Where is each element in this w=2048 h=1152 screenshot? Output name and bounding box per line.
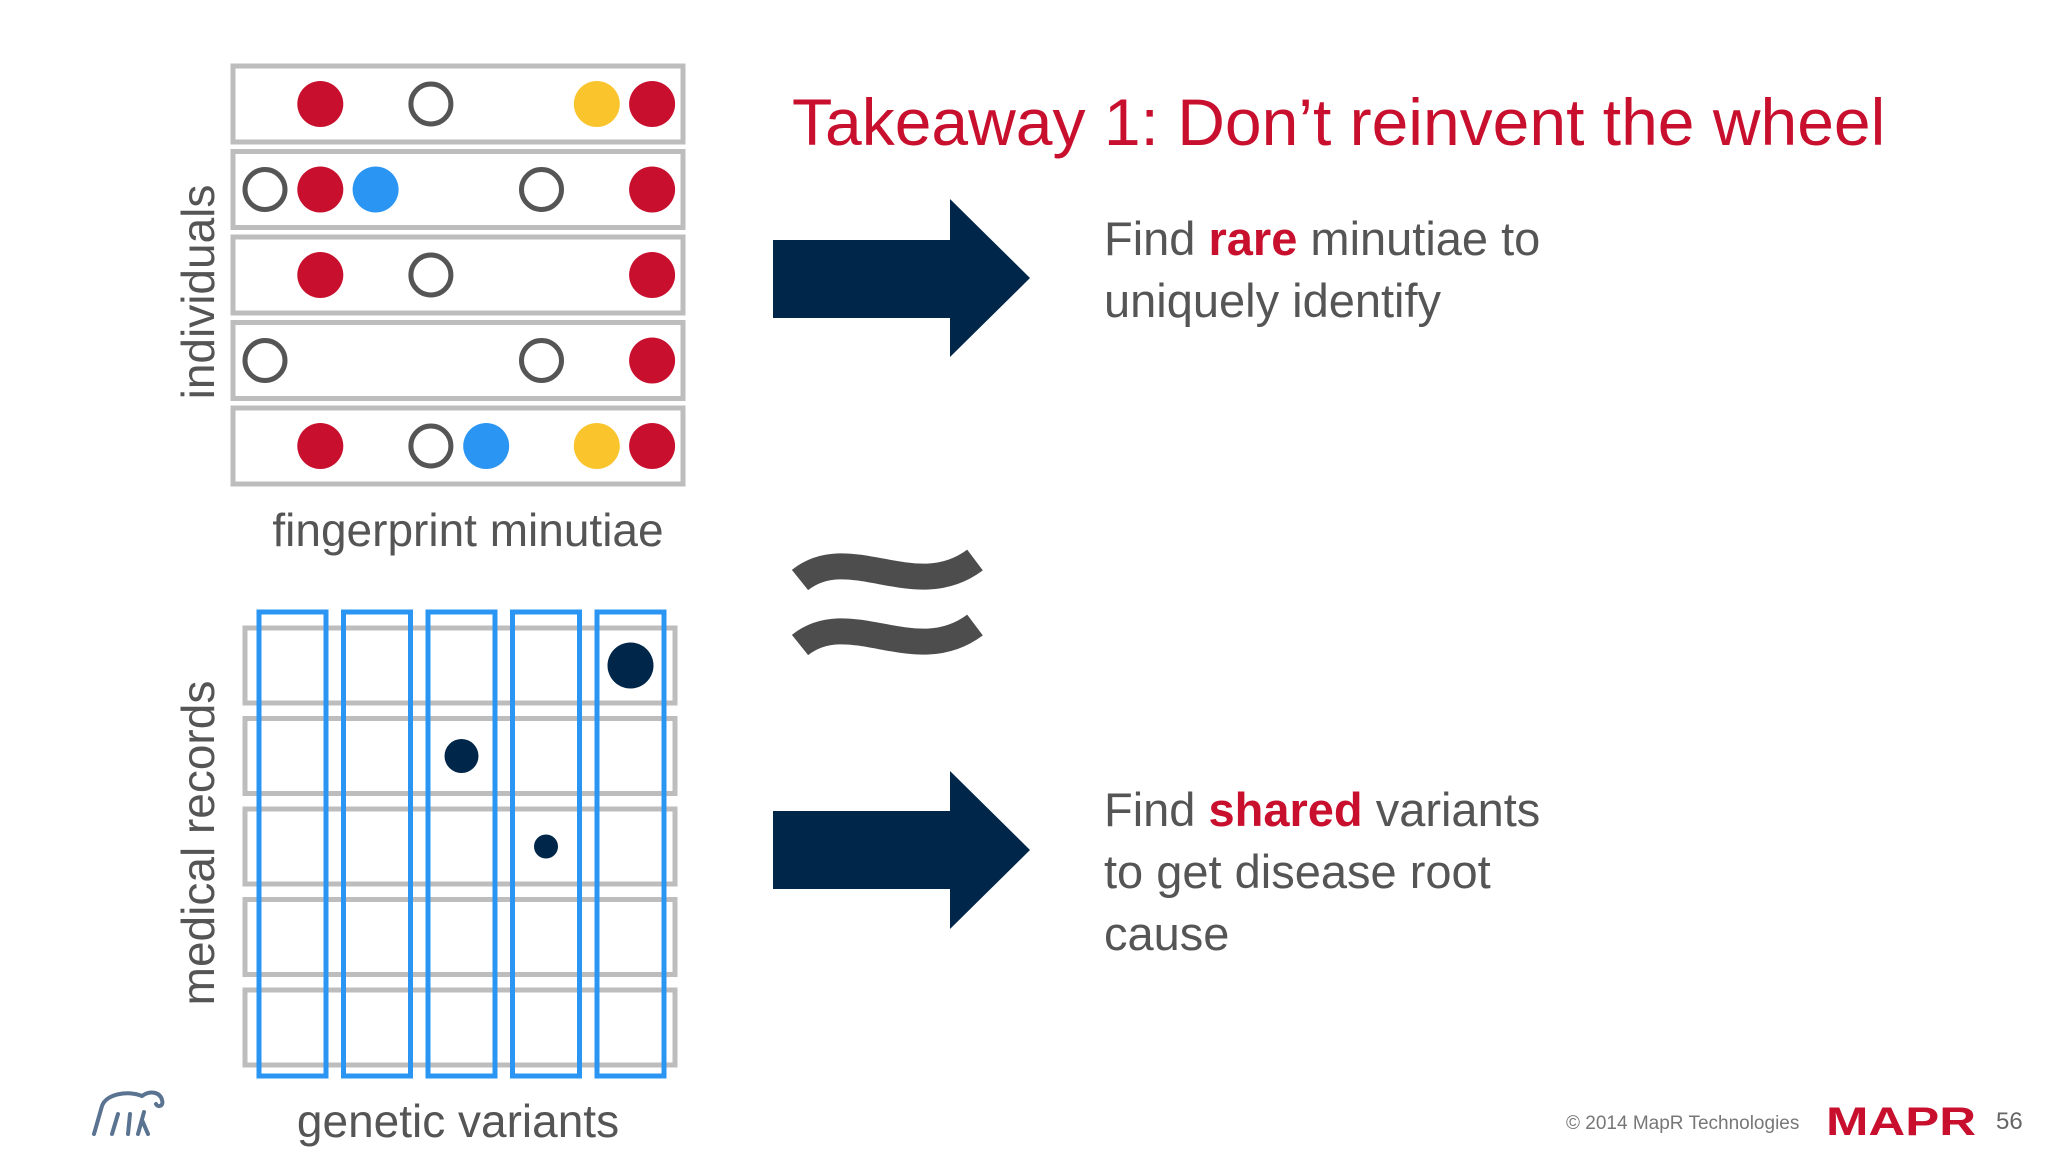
bullet-shared: Find shared variants to get disease root…	[1104, 779, 1540, 965]
genetic-variant-column	[341, 609, 413, 1079]
fingerprint-y-label: individuals	[172, 185, 224, 400]
minutia-dot-open	[519, 338, 564, 383]
minutia-dot-open	[408, 81, 454, 127]
minutia-dot-open	[408, 252, 454, 298]
center-graphics	[773, 199, 1030, 929]
minutia-dot-red	[297, 252, 344, 298]
bullet-text: Find	[1104, 783, 1209, 836]
genetic-variant-column	[256, 609, 329, 1079]
minutia-dot-open	[242, 338, 288, 383]
page-number: 56	[1996, 1108, 2023, 1135]
genetic-x-label: genetic variants	[297, 1095, 619, 1147]
genetic-variant-column	[425, 609, 498, 1079]
minutia-dot-yellow	[573, 81, 620, 127]
elephant-icon	[92, 1090, 165, 1136]
bullet-text: variants	[1362, 783, 1541, 836]
slide-title: Takeaway 1: Don’t reinvent the wheel	[792, 85, 1886, 159]
fingerprint-diagram: individuals fingerprint minutiae	[172, 63, 686, 556]
medical-record-row	[242, 897, 678, 977]
minutia-dot-red	[629, 166, 676, 213]
fingerprint-row	[230, 149, 686, 230]
minutia-dot-open	[519, 167, 564, 212]
genetic-variant-column	[510, 609, 582, 1079]
medical-record-row	[242, 987, 678, 1068]
minutia-dot-red	[297, 81, 344, 127]
bullet-text: to get disease root	[1104, 845, 1491, 898]
genetic-variants-diagram: medical records genetic variants	[172, 609, 678, 1147]
minutia-dot-red	[629, 81, 676, 127]
minutia-dot-blue	[352, 166, 399, 213]
genetic-variant-column	[594, 609, 667, 1079]
minutia-dot-open	[242, 167, 288, 212]
minutia-dot-red	[629, 252, 676, 298]
shared-variant-dot	[534, 834, 558, 859]
copyright-text: © 2014 MapR Technologies	[1566, 1113, 1800, 1134]
bullet-text: uniquely identify	[1104, 274, 1442, 327]
bullet-text: Find	[1104, 212, 1209, 265]
medical-record-row	[242, 716, 678, 796]
fingerprint-x-label: fingerprint minutiae	[272, 504, 663, 556]
shared-variant-dot	[444, 739, 479, 773]
fingerprint-row	[230, 234, 686, 316]
bullet-rare: Find rare minutiae to uniquely identify	[1104, 208, 1540, 332]
bullet-text: minutiae to	[1297, 212, 1541, 265]
minutia-dot-blue	[463, 423, 510, 469]
shared-variant-dot	[607, 642, 654, 689]
minutia-dot-red	[629, 337, 676, 384]
minutia-dot-red	[297, 166, 344, 213]
fingerprint-row	[230, 63, 686, 145]
highlight-word: shared	[1208, 783, 1363, 836]
medical-record-row	[242, 806, 678, 887]
minutia-dot-open	[408, 423, 454, 469]
bullet-text: cause	[1104, 907, 1230, 960]
minutia-dot-red	[629, 423, 676, 469]
mapr-logo: MAPR	[1826, 1100, 1976, 1140]
approx-icon	[791, 549, 983, 656]
medical-record-row	[242, 625, 678, 706]
genetic-y-label: medical records	[172, 681, 224, 1006]
minutia-dot-red	[297, 423, 344, 469]
mapr-logo-text: MAPR	[1826, 1100, 1976, 1140]
fingerprint-row	[230, 405, 686, 487]
fingerprint-row	[230, 320, 686, 401]
right-arrow-icon	[773, 771, 1030, 929]
right-arrow-icon	[773, 199, 1030, 357]
minutia-dot-yellow	[573, 423, 620, 469]
highlight-word: rare	[1208, 212, 1298, 265]
